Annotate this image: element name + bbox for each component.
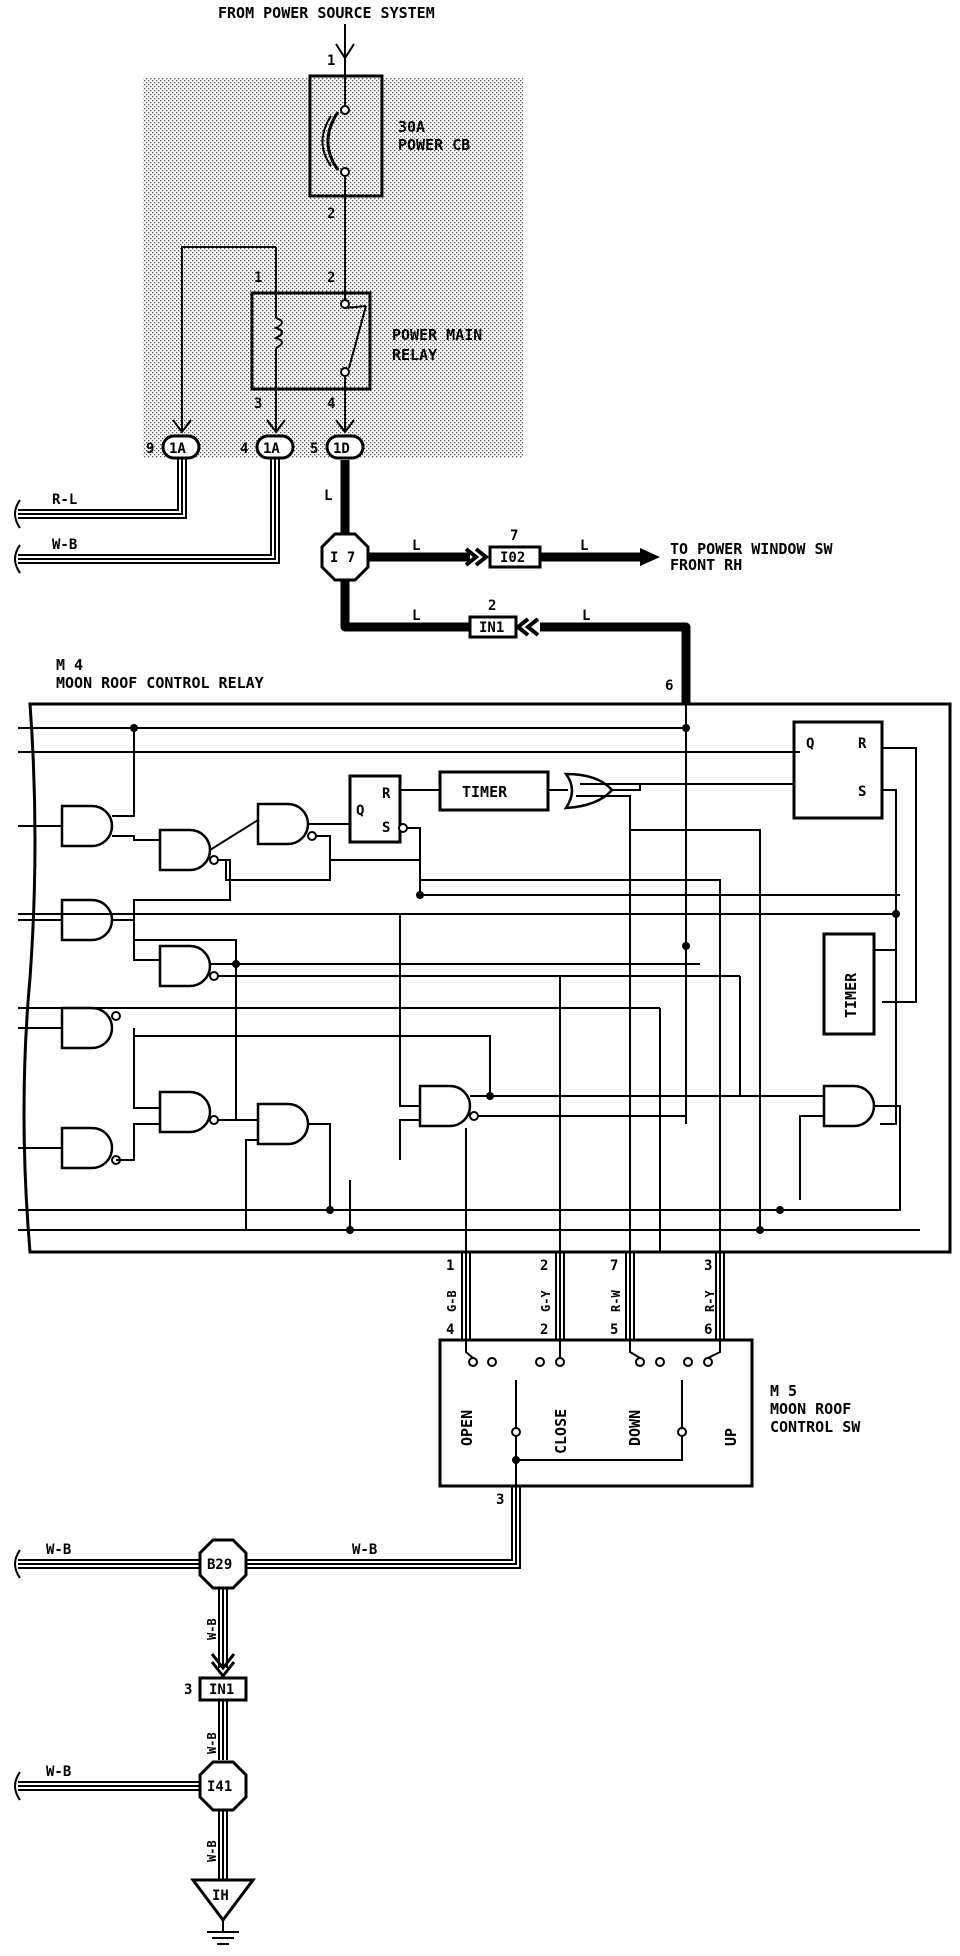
- output2-top-pin: 2: [540, 1258, 548, 1274]
- connector-in1-ground: IN1 3: [184, 1676, 248, 1702]
- wire-label-w-b-ground-right: W-B: [352, 1542, 377, 1558]
- power-main-relay: [250, 247, 372, 430]
- relay-pin3: 3: [254, 396, 262, 412]
- svg-text:Q: Q: [806, 736, 814, 752]
- junction-i7: I 7: [320, 532, 370, 582]
- wire-label-l-i02: L: [580, 538, 588, 554]
- cb-pin-bottom: 2: [327, 206, 335, 222]
- svg-text:I02: I02: [500, 550, 525, 566]
- switch-name-line2: CONTROL SW: [770, 1418, 861, 1436]
- output1-bottom-pin: 4: [446, 1322, 454, 1338]
- relay-pin2: 2: [327, 270, 335, 286]
- wire-label-w-b-ground-left: W-B: [46, 1542, 71, 1558]
- junction-block-area: [143, 78, 523, 458]
- wire-label-w-b-top: W-B: [52, 537, 77, 553]
- output4-bottom-pin: 6: [704, 1322, 712, 1338]
- wire-label-l-vertical: L: [324, 488, 332, 504]
- switch-pos-close: CLOSE: [552, 1409, 570, 1454]
- switch-pos-open: OPEN: [458, 1410, 476, 1446]
- cb-pin-top: 1: [327, 53, 335, 69]
- svg-text:B29: B29: [207, 1557, 232, 1573]
- source-arrow: [335, 24, 355, 60]
- svg-text:I41: I41: [207, 1779, 232, 1795]
- svg-text:3: 3: [184, 1682, 192, 1698]
- svg-text:IH: IH: [212, 1888, 229, 1904]
- svg-text:1D: 1D: [333, 441, 350, 457]
- svg-text:Q: Q: [356, 803, 364, 819]
- svg-text:1A: 1A: [263, 441, 280, 457]
- ground-ih-icon: IH: [190, 1878, 256, 1945]
- destination-line1: TO POWER WINDOW SW: [670, 540, 834, 558]
- connector-i02: I02 7: [464, 528, 542, 569]
- svg-text:S: S: [858, 784, 866, 800]
- relay-name: MOON ROOF CONTROL RELAY: [56, 674, 264, 692]
- svg-text:2: 2: [488, 598, 496, 614]
- switch-pos-down: DOWN: [626, 1410, 644, 1446]
- junction-b29: B29: [198, 1538, 248, 1590]
- wire-label-w-b-vertical1: W-B: [205, 1618, 219, 1640]
- output2-color: G-Y: [539, 1290, 553, 1312]
- svg-text:R: R: [858, 736, 867, 752]
- source-label: FROM POWER SOURCE SYSTEM: [218, 4, 435, 22]
- relay-name-line2: RELAY: [392, 346, 437, 364]
- svg-text:R: R: [382, 786, 391, 802]
- relay-pin4: 4: [327, 396, 335, 412]
- wire-label-l-in1-right: L: [582, 608, 590, 624]
- output1-color: G-B: [445, 1290, 459, 1312]
- wire-label-w-b-vertical2: W-B: [205, 1732, 219, 1754]
- wire-label-w-b-vertical3: W-B: [205, 1840, 219, 1862]
- output3-color: R-W: [609, 1290, 623, 1312]
- relay-code: M 4: [56, 656, 83, 674]
- connector-1d: 1D 5: [310, 434, 365, 460]
- relay-pin1: 1: [254, 270, 262, 286]
- switch-name-line1: MOON ROOF: [770, 1400, 851, 1418]
- wire-label-l-i7: L: [412, 538, 420, 554]
- ground-wiring: [14, 1486, 521, 1880]
- output4-color: R-Y: [703, 1290, 717, 1312]
- svg-text:1A: 1A: [169, 441, 186, 457]
- switch-ground-pin: 3: [496, 1492, 504, 1508]
- svg-text:TIMER: TIMER: [842, 972, 860, 1018]
- svg-text:9: 9: [146, 441, 154, 457]
- connector-in1-top: IN1 2: [468, 598, 540, 639]
- junction-i41: I41: [198, 1760, 248, 1812]
- output2-bottom-pin: 2: [540, 1322, 548, 1338]
- wire-label-l-in1-left: L: [412, 608, 420, 624]
- output3-top-pin: 7: [610, 1258, 618, 1274]
- output4-top-pin: 3: [704, 1258, 712, 1274]
- wire-label-r-l: R-L: [52, 492, 77, 508]
- relay-name-line1: POWER MAIN: [392, 326, 482, 344]
- cb-name: POWER CB: [398, 136, 470, 154]
- destination-line2: FRONT RH: [670, 556, 742, 574]
- svg-text:IN1: IN1: [209, 1682, 234, 1698]
- wire-w-b-top: [14, 458, 280, 574]
- switch-code: M 5: [770, 1382, 797, 1400]
- moon-roof-control-switch: [438, 1338, 754, 1488]
- connector-1a-right: 1A 4: [240, 434, 295, 460]
- svg-text:S: S: [382, 820, 390, 836]
- switch-pos-up: UP: [722, 1428, 740, 1446]
- output1-top-pin: 1: [446, 1258, 454, 1274]
- relay-output-wires: [461, 1252, 725, 1340]
- output3-bottom-pin: 5: [610, 1322, 618, 1338]
- svg-text:I 7: I 7: [330, 550, 355, 566]
- wire-label-w-b-i41-left: W-B: [46, 1764, 71, 1780]
- wire-r-l: [14, 458, 187, 529]
- relay-pin6: 6: [665, 678, 673, 694]
- moon-roof-control-relay: Q R S TIMER Q R S TIMER: [18, 702, 952, 1254]
- svg-text:4: 4: [240, 441, 248, 457]
- cb-rating: 30A: [398, 118, 425, 136]
- svg-text:IN1: IN1: [479, 620, 504, 636]
- svg-text:TIMER: TIMER: [462, 783, 508, 801]
- svg-text:7: 7: [510, 528, 518, 544]
- svg-text:5: 5: [310, 441, 318, 457]
